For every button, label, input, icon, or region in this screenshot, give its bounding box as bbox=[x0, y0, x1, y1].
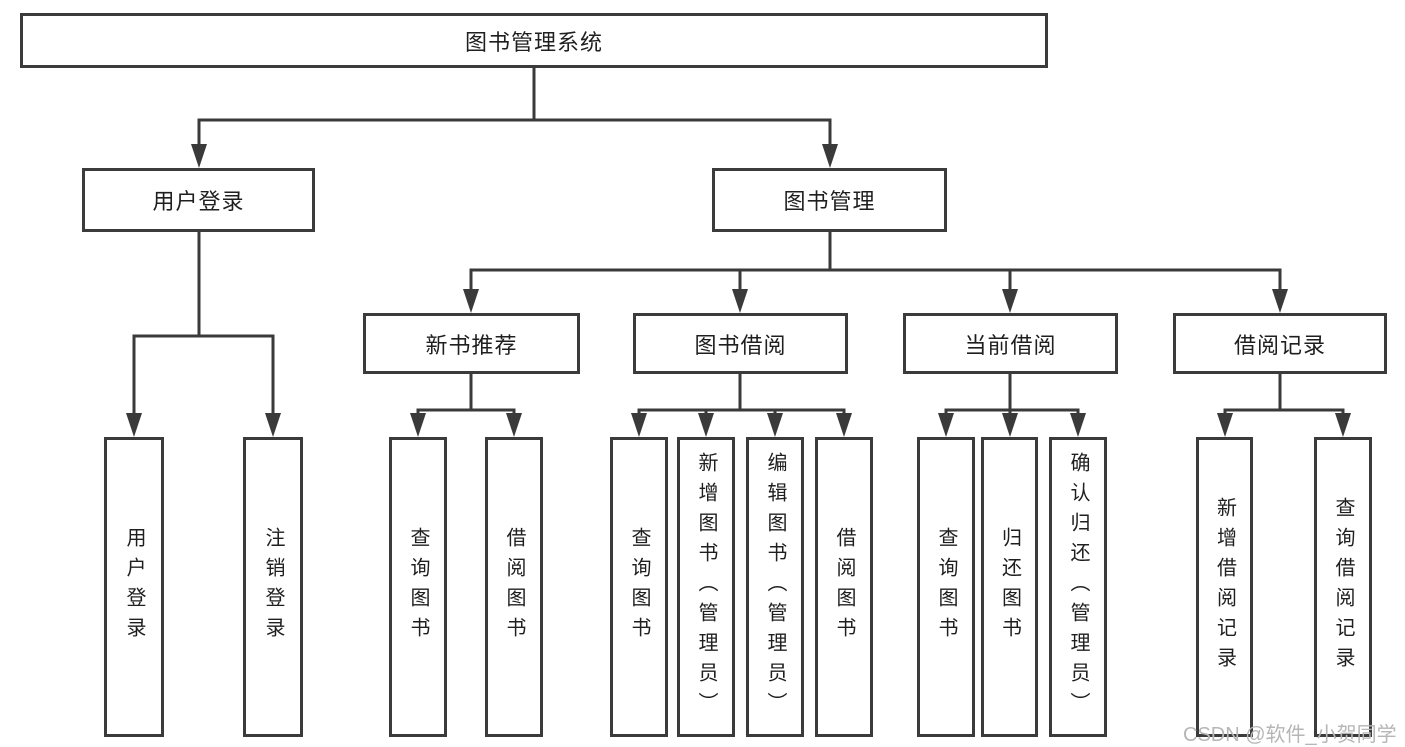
node-borrowing-records: 借阅记录 bbox=[1173, 313, 1387, 374]
leaf-label: 确认归还（管理员） bbox=[1067, 452, 1089, 722]
leaf-borrow-books-recommend: 借阅图书 bbox=[485, 437, 543, 737]
leaf-label: 新增图书（管理员） bbox=[695, 452, 717, 722]
node-current-borrowing: 当前借阅 bbox=[903, 313, 1118, 374]
leaf-label: 查询图书 bbox=[935, 527, 957, 647]
leaf-label: 注销登录 bbox=[262, 527, 284, 647]
leaf-label: 借阅图书 bbox=[503, 527, 525, 647]
leaf-label: 查询借阅记录 bbox=[1332, 497, 1354, 677]
leaf-add-books-admin: 新增图书（管理员） bbox=[677, 437, 735, 737]
leaf-query-books-borrowing: 查询图书 bbox=[610, 437, 668, 737]
leaf-label: 查询图书 bbox=[628, 527, 650, 647]
node-book-borrowing: 图书借阅 bbox=[633, 313, 848, 374]
leaf-label: 编辑图书（管理员） bbox=[764, 452, 786, 722]
node-label: 用户登录 bbox=[152, 189, 245, 214]
leaf-label: 新增借阅记录 bbox=[1213, 497, 1236, 677]
node-label: 图书管理系统 bbox=[464, 29, 603, 55]
leaf-edit-books-admin: 编辑图书（管理员） bbox=[746, 437, 804, 737]
node-label: 新书推荐 bbox=[425, 332, 518, 358]
node-new-book-recommendation: 新书推荐 bbox=[363, 313, 580, 374]
node-user-login: 用户登录 bbox=[82, 168, 315, 232]
leaf-add-borrow-record: 新增借阅记录 bbox=[1196, 437, 1253, 737]
leaf-logout: 注销登录 bbox=[243, 437, 303, 737]
node-label: 图书管理 bbox=[783, 189, 876, 214]
node-label: 图书借阅 bbox=[694, 332, 787, 358]
leaf-user-login: 用户登录 bbox=[104, 437, 164, 737]
leaf-label: 查询图书 bbox=[407, 527, 429, 647]
node-label: 借阅记录 bbox=[1233, 332, 1326, 358]
leaf-return-books: 归还图书 bbox=[981, 437, 1038, 737]
node-book-management: 图书管理 bbox=[712, 168, 947, 232]
leaf-label: 归还图书 bbox=[998, 527, 1021, 647]
leaf-query-books-recommend: 查询图书 bbox=[389, 437, 447, 737]
leaf-query-borrow-record: 查询借阅记录 bbox=[1314, 437, 1372, 737]
leaf-borrow-books-borrowing: 借阅图书 bbox=[815, 437, 873, 737]
leaf-query-books-current: 查询图书 bbox=[917, 437, 975, 737]
watermark: CSDN @软件_小贺同学 bbox=[1183, 724, 1397, 746]
leaf-label: 借阅图书 bbox=[833, 527, 855, 647]
node-label: 当前借阅 bbox=[964, 332, 1057, 358]
node-library-management-system: 图书管理系统 bbox=[20, 13, 1048, 68]
leaf-confirm-return-admin: 确认归还（管理员） bbox=[1049, 437, 1107, 737]
leaf-label: 用户登录 bbox=[123, 527, 145, 647]
